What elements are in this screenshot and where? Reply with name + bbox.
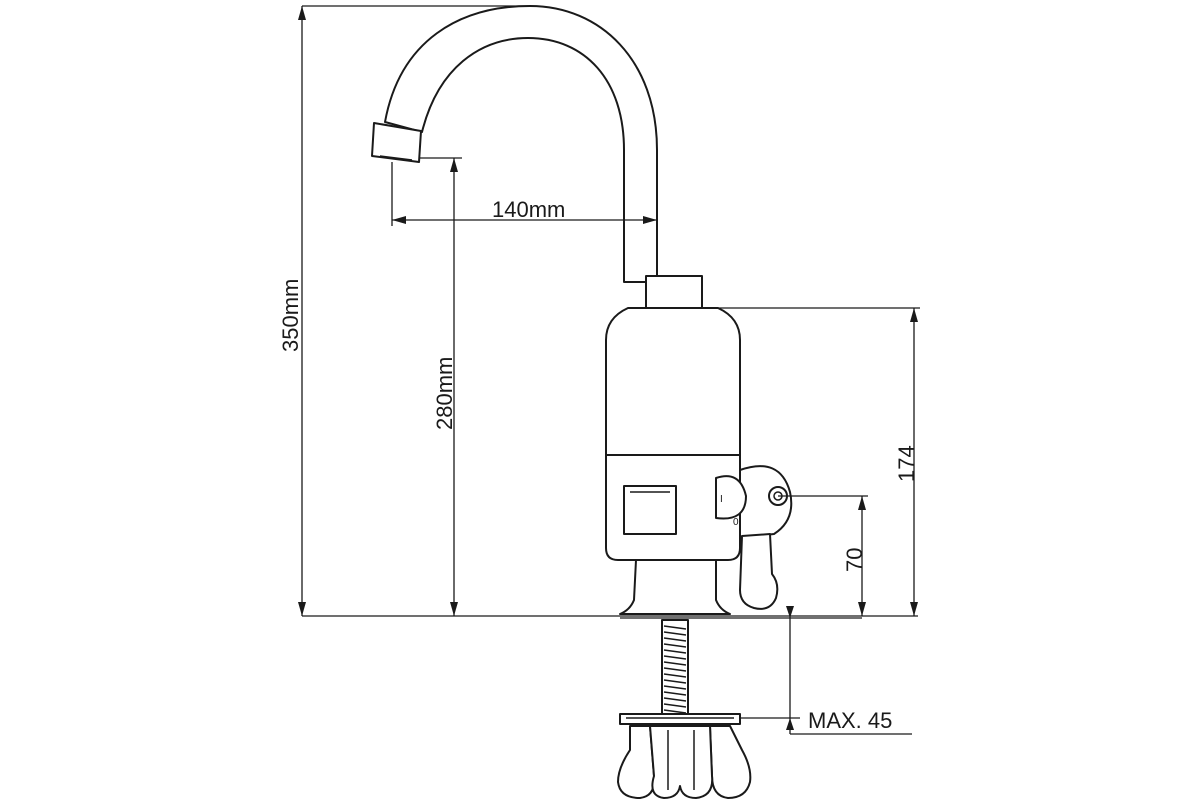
thread-line: [663, 655, 687, 660]
mounting-rod: [619, 619, 741, 725]
rod-threads: [663, 625, 687, 714]
spout: [371, 5, 658, 283]
dimension-total-height: 350mm: [278, 5, 530, 616]
heater-body: [605, 307, 741, 561]
thread-line: [663, 685, 687, 690]
label-total-height: 350mm: [278, 279, 303, 352]
dimension-handle-height: 70: [778, 495, 868, 616]
thread-line: [663, 643, 687, 648]
thread-line: [663, 649, 687, 654]
dimension-spout-height: 280mm: [420, 157, 462, 616]
dimension-max-countertop: MAX. 45: [740, 606, 912, 735]
thread-line: [663, 709, 687, 714]
thread-line: [663, 673, 687, 678]
thread-line: [663, 691, 687, 696]
wing-nut[interactable]: [617, 725, 752, 799]
thread-line: [663, 667, 687, 672]
label-body-height: 174: [894, 445, 919, 482]
thread-line: [663, 637, 687, 642]
label-max-countertop: MAX. 45: [808, 708, 892, 733]
thread-line: [663, 697, 687, 702]
mounting-washer: [619, 713, 741, 725]
temperature-display: [623, 485, 677, 535]
thread-line: [663, 679, 687, 684]
thread-line: [663, 631, 687, 636]
thread-line: [663, 703, 687, 708]
wing-nut-left-lobe[interactable]: [617, 725, 656, 799]
spout-tube: [384, 5, 658, 283]
aerator-tip: [371, 122, 422, 163]
handle-collar: [715, 475, 747, 520]
dimension-spout-reach: 140mm: [391, 162, 657, 226]
handle-lever[interactable]: [739, 533, 779, 610]
wing-nut-center: [649, 725, 714, 799]
base-pedestal: [619, 559, 731, 615]
lever-handle[interactable]: I 0: [715, 465, 793, 610]
thread-line: [663, 625, 687, 630]
label-handle-height: 70: [842, 548, 867, 572]
label-spout-height: 280mm: [432, 357, 457, 430]
handle-hub[interactable]: [739, 465, 793, 539]
aerator-edge: [379, 155, 413, 161]
handle-mark-off: 0: [733, 517, 739, 528]
handle-mark-on: I: [720, 494, 723, 505]
body-upper: [605, 307, 741, 456]
label-spout-reach: 140mm: [492, 197, 565, 222]
wing-nut-right-lobe[interactable]: [709, 725, 752, 799]
neck-collar: [645, 275, 703, 309]
thread-line: [663, 661, 687, 666]
dimension-body-height: 174: [702, 307, 920, 616]
